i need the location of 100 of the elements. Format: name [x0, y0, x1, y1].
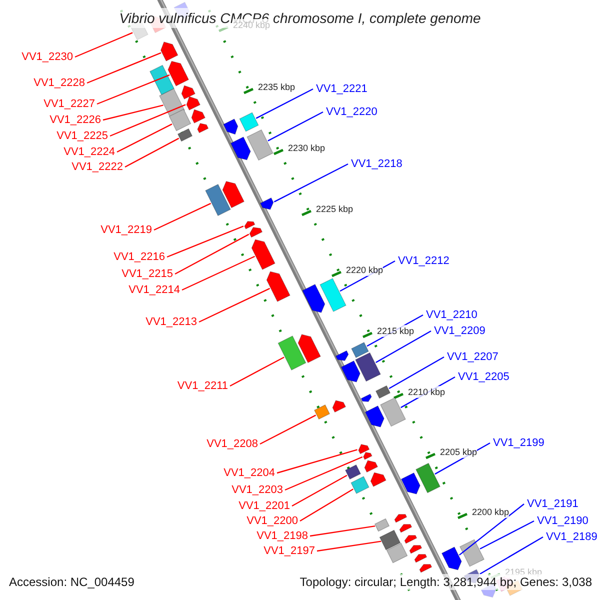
gene-label: VV1_2201 [238, 498, 290, 514]
gene-block [186, 96, 200, 110]
gene-block [332, 400, 346, 413]
leader-line [480, 536, 544, 574]
gene-label: VV1_2199 [493, 435, 544, 451]
gene-block [205, 184, 231, 216]
leader-line [166, 226, 244, 258]
leader-line [102, 104, 164, 121]
gene-label: VV1_2221 [316, 81, 368, 97]
gene-block [415, 462, 441, 494]
position-tick-label: 2215 kbp [377, 325, 414, 337]
gene-block [350, 476, 370, 494]
leader-line [276, 449, 358, 474]
gene-block [266, 271, 290, 302]
gene-block [222, 180, 245, 208]
gene-label: VV1_2216 [114, 249, 165, 265]
gene-label: VV1_2197 [264, 543, 315, 559]
leader-line [260, 414, 316, 445]
gene-block [404, 534, 418, 544]
gene-label: VV1_2209 [434, 323, 486, 339]
position-tick-label: 2235 kbp [258, 81, 296, 93]
gene-block [168, 108, 192, 132]
gene-block [358, 444, 370, 454]
gene-label: VV1_2220 [326, 104, 378, 120]
gene-block [414, 554, 428, 563]
gene-block [380, 397, 406, 427]
position-tick-label: 2210 kbp [408, 386, 446, 398]
gene-block [400, 472, 420, 494]
gene-block [223, 118, 238, 135]
gene-label: VV1_2226 [50, 112, 101, 128]
gene-block [355, 352, 381, 382]
gene-block [399, 524, 412, 533]
accession-text: Accession: NC_004459 [9, 574, 134, 590]
gene-label: VV1_2190 [537, 513, 588, 529]
gene-block [197, 123, 209, 134]
gene-label: VV1_2189 [546, 529, 598, 545]
gene-block [409, 544, 422, 554]
gene-block [335, 350, 349, 361]
gene-block [375, 385, 391, 399]
gene-label: VV1_2224 [64, 144, 115, 160]
gene-block [351, 342, 369, 358]
position-tick-label: 2200 kbp [472, 506, 510, 518]
leader-line [96, 74, 170, 105]
gene-label: VV1_2218 [351, 156, 402, 172]
gene-label: VV1_2212 [398, 253, 450, 269]
gene-block [302, 284, 326, 313]
gene-label: VV1_2222 [72, 159, 123, 175]
gene-block [459, 539, 485, 567]
gene-block [149, 64, 175, 96]
gene-label: VV1_2215 [122, 266, 173, 282]
gene-block [260, 197, 274, 210]
gene-label: VV1_2211 [177, 378, 228, 394]
gene-block [160, 42, 178, 62]
leader-line [86, 52, 162, 84]
leader-line [230, 356, 284, 387]
leader-line [458, 504, 524, 556]
leader-line [198, 288, 270, 323]
leader-line [174, 234, 250, 275]
gene-block [314, 404, 330, 420]
gene-block [251, 239, 276, 270]
position-tick-label: 2205 kbp [440, 446, 478, 458]
leader-line [292, 474, 348, 507]
gene-block [320, 278, 346, 312]
leader-line [388, 356, 444, 390]
gene-label: VV1_2200 [246, 513, 298, 529]
gene-label: VV1_2204 [224, 465, 275, 481]
genome-summary-text: Topology: circular; Length: 3,281,944 bp; Genes: 3,038 [300, 574, 592, 590]
leader-line [376, 330, 432, 364]
position-tick-label: 2220 kbp [346, 264, 384, 276]
gene-label: VV1_2208 [206, 436, 258, 452]
gene-label: VV1_2230 [22, 49, 73, 65]
gene-label: VV1_2205 [458, 369, 510, 385]
gene-block [181, 85, 196, 100]
gene-block [394, 514, 408, 523]
position-tick-label: 2240 kbp [233, 19, 270, 31]
gene-block [298, 334, 321, 364]
gene-label: VV1_2198 [256, 528, 308, 544]
leader-line [182, 256, 255, 291]
gene-block [177, 128, 193, 142]
gene-block [374, 518, 390, 532]
gene-label: VV1_2207 [447, 349, 498, 365]
gene-label: VV1_2191 [527, 496, 578, 512]
leader-line [116, 124, 172, 153]
gene-block [246, 129, 274, 161]
leader-line [256, 88, 314, 119]
gene-label: VV1_2214 [128, 282, 180, 298]
gene-block [340, 360, 360, 382]
leader-line [310, 525, 376, 537]
gene-block [379, 530, 401, 550]
gene-block [244, 220, 256, 230]
gene-block [364, 405, 384, 428]
gene-block [168, 60, 190, 86]
gene-label: VV1_2228 [34, 75, 85, 91]
leader-line [316, 540, 382, 552]
leader-line [154, 202, 212, 231]
gene-label: VV1_2213 [146, 314, 197, 330]
gene-block [278, 336, 306, 370]
leader-line [480, 520, 534, 550]
gene-block [239, 112, 259, 132]
gene-block [344, 464, 362, 480]
